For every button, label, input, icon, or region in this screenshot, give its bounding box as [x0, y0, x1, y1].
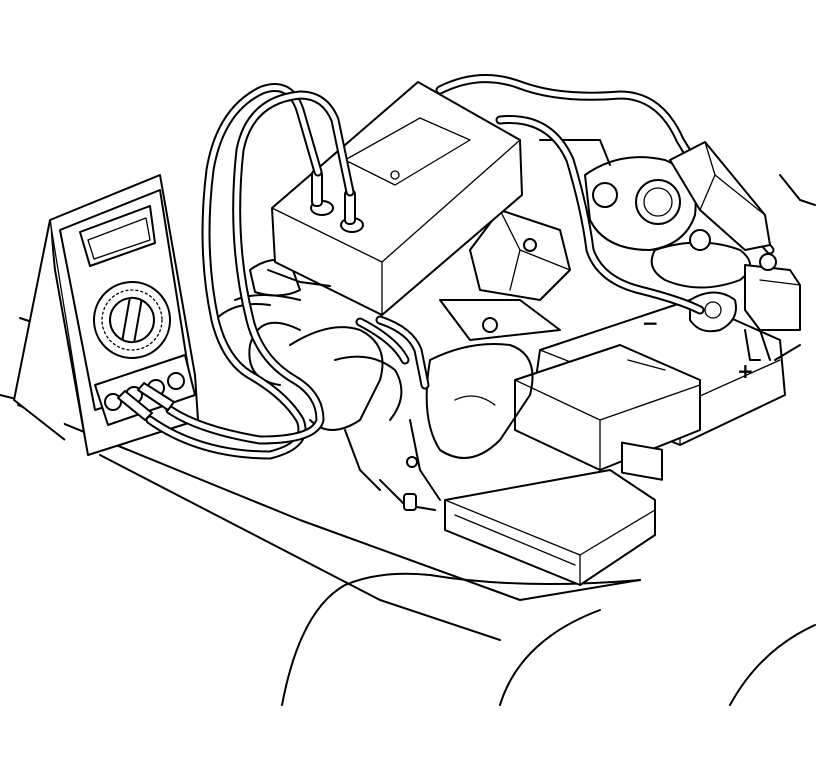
fuse-box [444, 469, 656, 586]
alligator-clip [669, 141, 771, 251]
battery-positive-symbol: + [737, 359, 754, 383]
probe-plugs [117, 382, 175, 421]
battery-negative-symbol: − [642, 311, 659, 335]
fender-arcs [281, 572, 816, 706]
test-box [271, 81, 523, 316]
test-leads [145, 74, 775, 460]
battery: + − [514, 299, 786, 481]
